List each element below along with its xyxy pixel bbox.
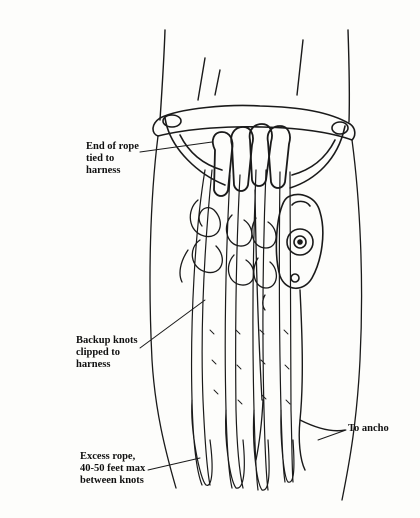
leader-excess-rope (148, 458, 200, 470)
label-end-of-rope: End of rope tied to harness (86, 141, 139, 177)
torso-outline (160, 30, 349, 122)
leader-to-anchor (318, 430, 346, 440)
harness-belt (153, 106, 355, 189)
leader-end-of-rope (140, 142, 212, 152)
label-excess-rope: Excess rope, 40-50 feet max between knot… (80, 451, 145, 487)
label-to-anchor: To ancho (348, 423, 389, 435)
anchor-rope (299, 290, 345, 470)
belay-device (276, 195, 322, 289)
label-backup-knots: Backup knots clipped to harness (76, 335, 138, 371)
rope-texture (210, 330, 290, 404)
